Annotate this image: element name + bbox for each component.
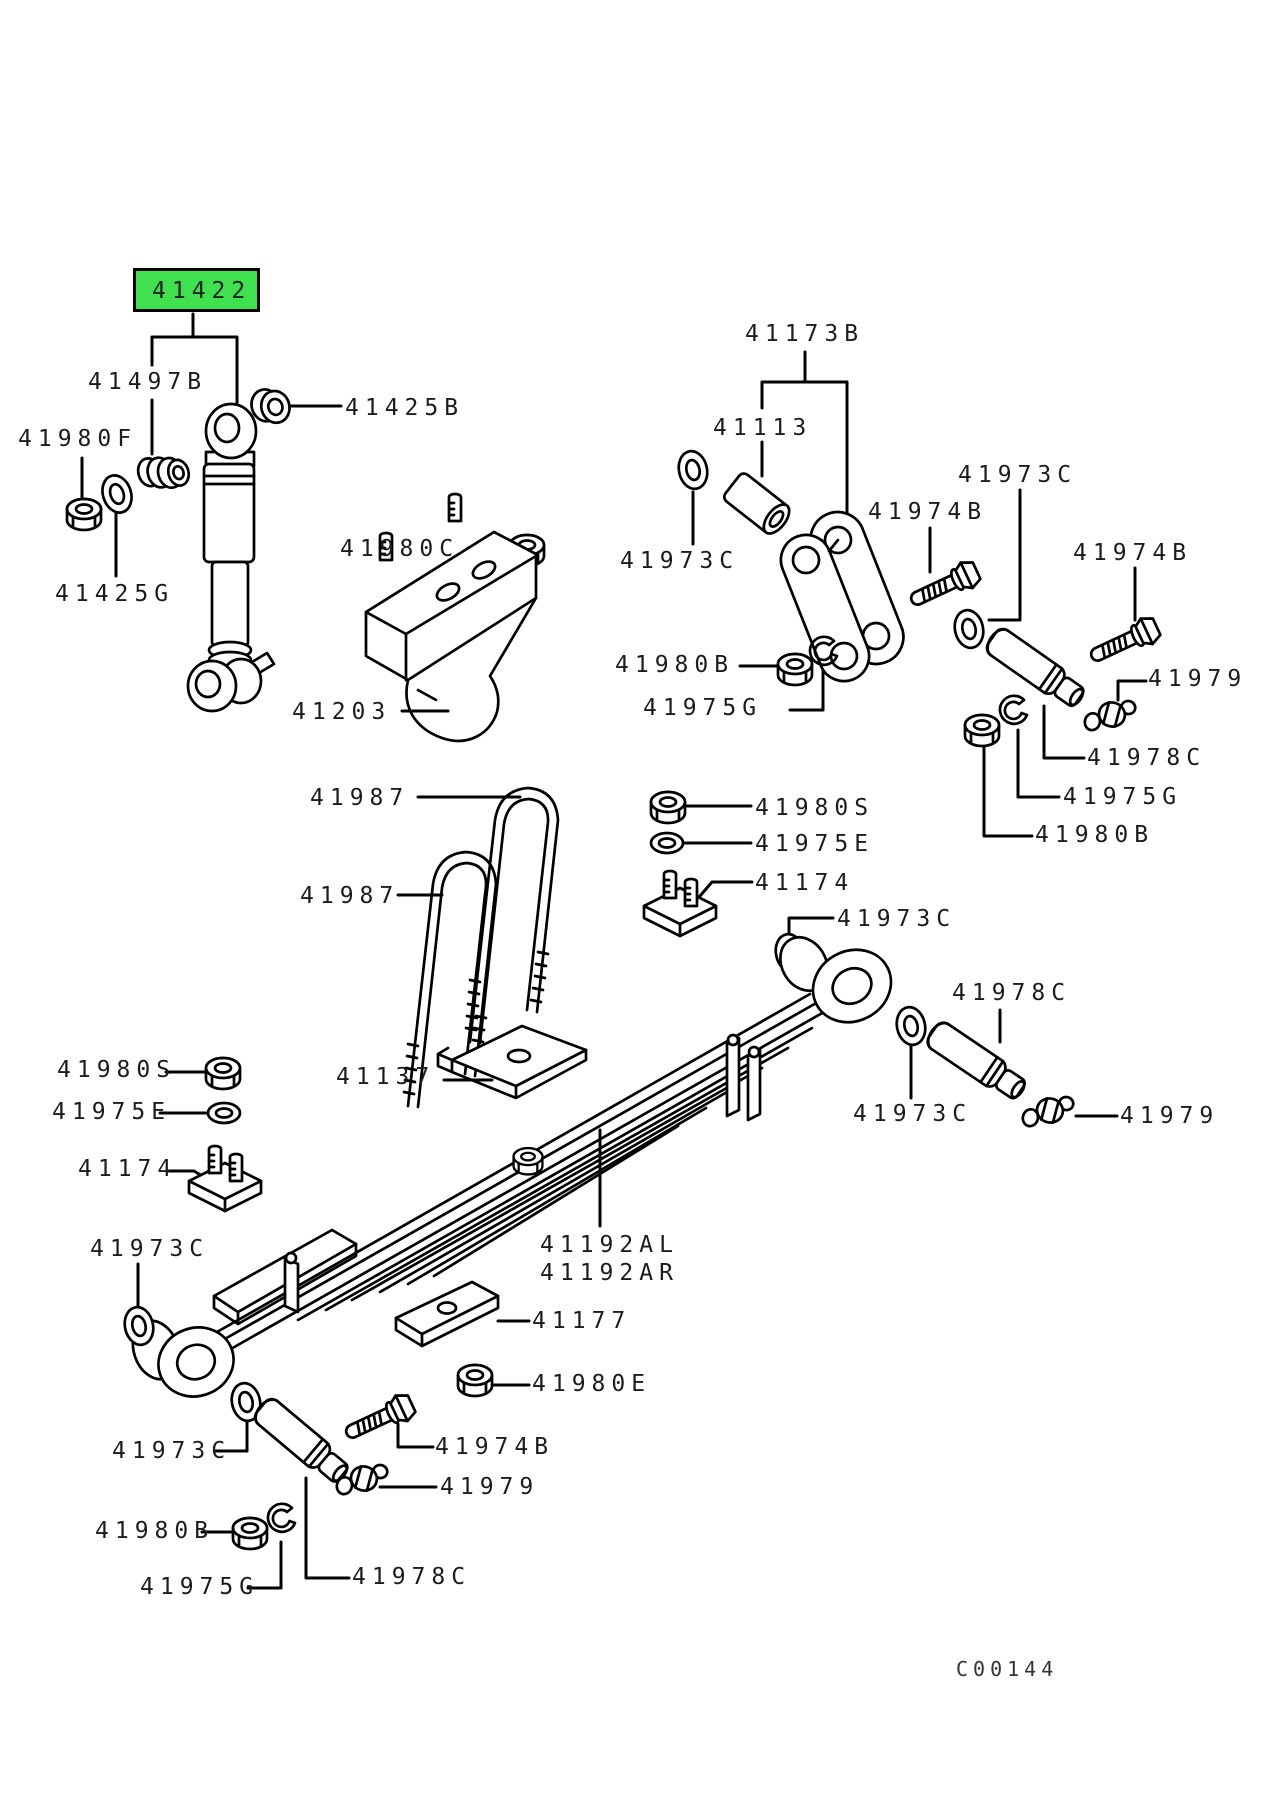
bracket-41203-art — [364, 492, 538, 743]
snapring-41975G-art — [998, 694, 1029, 726]
nut-41980S-art — [204, 1056, 242, 1091]
part-label-41973C-6[interactable]: 41973C — [112, 1438, 232, 1464]
part-label-41203[interactable]: 41203 — [292, 699, 392, 725]
part-label-41978C-2[interactable]: 41978C — [952, 980, 1072, 1006]
seat-41174-art — [189, 1146, 261, 1211]
part-label-41975E-1[interactable]: 41975E — [755, 831, 875, 857]
nut-41980F-art — [65, 497, 103, 532]
nut-41980E-art — [456, 1363, 494, 1398]
u-bolt-right-art — [464, 786, 560, 1045]
part-label-41978C-3[interactable]: 41978C — [352, 1564, 472, 1590]
part-label-41177[interactable]: 41177 — [532, 1308, 632, 1334]
plate-41177-art — [394, 1280, 500, 1348]
snapring-41975G-art — [266, 1502, 297, 1534]
part-label-41979-3[interactable]: 41979 — [440, 1474, 540, 1500]
part-label-41975G-1[interactable]: 41975G — [643, 695, 763, 721]
leaf-spring-art — [131, 936, 893, 1398]
part-label-41973C-3[interactable]: 41973C — [837, 906, 957, 932]
shock-absorber-art — [186, 402, 276, 713]
part-label-41980B-3[interactable]: 41980B — [95, 1518, 215, 1544]
shackle-41173B-art — [779, 510, 905, 683]
part-label-41973C-5[interactable]: 41973C — [90, 1236, 210, 1262]
part-label-41980B-2[interactable]: 41980B — [1035, 822, 1155, 848]
nut-41980S-art — [649, 790, 687, 825]
part-label-41497B[interactable]: 41497B — [88, 369, 208, 395]
pin-41978C-art — [249, 1393, 355, 1489]
bolt-41974B-art — [904, 556, 984, 615]
part-label-41980B-1[interactable]: 41980B — [615, 652, 735, 678]
part-label-41980C[interactable]: 41980C — [340, 536, 460, 562]
part-label-41137[interactable]: 41137 — [336, 1064, 436, 1090]
part-label-41980S-1[interactable]: 41980S — [755, 795, 875, 821]
part-label-41987-2[interactable]: 41987 — [300, 883, 400, 909]
part-label-41975G-2[interactable]: 41975G — [1063, 784, 1183, 810]
part-label-41174-2[interactable]: 41174 — [78, 1156, 178, 1182]
clamp-41137-art — [436, 1024, 588, 1100]
part-label-41973C-2[interactable]: 41973C — [958, 462, 1078, 488]
part-label-41974B-1[interactable]: 41974B — [868, 499, 988, 525]
fitting-41979-art — [1081, 689, 1139, 742]
bolt-41974B-art — [1084, 612, 1164, 671]
u-bolt-left-art — [402, 850, 498, 1109]
part-label-41422[interactable]: 41422 — [133, 268, 261, 312]
part-label-41979-1[interactable]: 41979 — [1148, 666, 1248, 692]
pin-41978C-art — [981, 623, 1091, 714]
nut-41980B-art — [231, 1516, 269, 1551]
bushing-41497B-art — [133, 447, 193, 497]
washer-41973C-art — [674, 447, 712, 493]
drawing-code: C00144 — [956, 1657, 1059, 1681]
leader-lines — [80, 312, 1148, 1590]
part-label-41174-1[interactable]: 41174 — [755, 870, 855, 896]
nut-41980B-art — [963, 713, 1001, 748]
bolt-41974B-art — [339, 1389, 419, 1448]
part-label-41980F[interactable]: 41980F — [18, 426, 138, 452]
washer-41973C-art — [950, 606, 988, 652]
part-label-41987-1[interactable]: 41987 — [310, 785, 410, 811]
washer-41425G-art — [96, 470, 138, 518]
part-label-41113[interactable]: 41113 — [713, 415, 813, 441]
bushing-41113-art — [722, 472, 791, 535]
part-label-41975G-3[interactable]: 41975G — [140, 1574, 260, 1600]
part-label-41425B[interactable]: 41425B — [345, 395, 465, 421]
part-label-41973C-4[interactable]: 41973C — [853, 1101, 973, 1127]
seat-41174-art — [644, 871, 716, 936]
part-label-41978C-1[interactable]: 41978C — [1087, 745, 1207, 771]
part-label-41980E[interactable]: 41980E — [532, 1371, 652, 1397]
part-label-41980S-2[interactable]: 41980S — [57, 1057, 177, 1083]
part-label-41974B-2[interactable]: 41974B — [1073, 540, 1193, 566]
nut-41980B-art — [776, 652, 814, 687]
fitting-41979-art — [1019, 1085, 1077, 1138]
washer-41975E-art — [206, 1101, 242, 1125]
part-label-41192AR[interactable]: 41192AR — [540, 1260, 679, 1286]
pin-41978C-art — [922, 1017, 1032, 1106]
part-label-41974B-3[interactable]: 41974B — [435, 1434, 555, 1460]
part-label-41973C-1[interactable]: 41973C — [620, 548, 740, 574]
washer-41973C-art — [892, 1003, 930, 1049]
part-label-41425G[interactable]: 41425G — [55, 581, 175, 607]
part-label-41979-2[interactable]: 41979 — [1120, 1103, 1220, 1129]
part-label-41192AL[interactable]: 41192AL — [540, 1232, 679, 1258]
washer-41975E-art — [649, 831, 685, 855]
part-label-41173B[interactable]: 41173B — [745, 321, 865, 347]
part-label-41975E-2[interactable]: 41975E — [52, 1099, 172, 1125]
